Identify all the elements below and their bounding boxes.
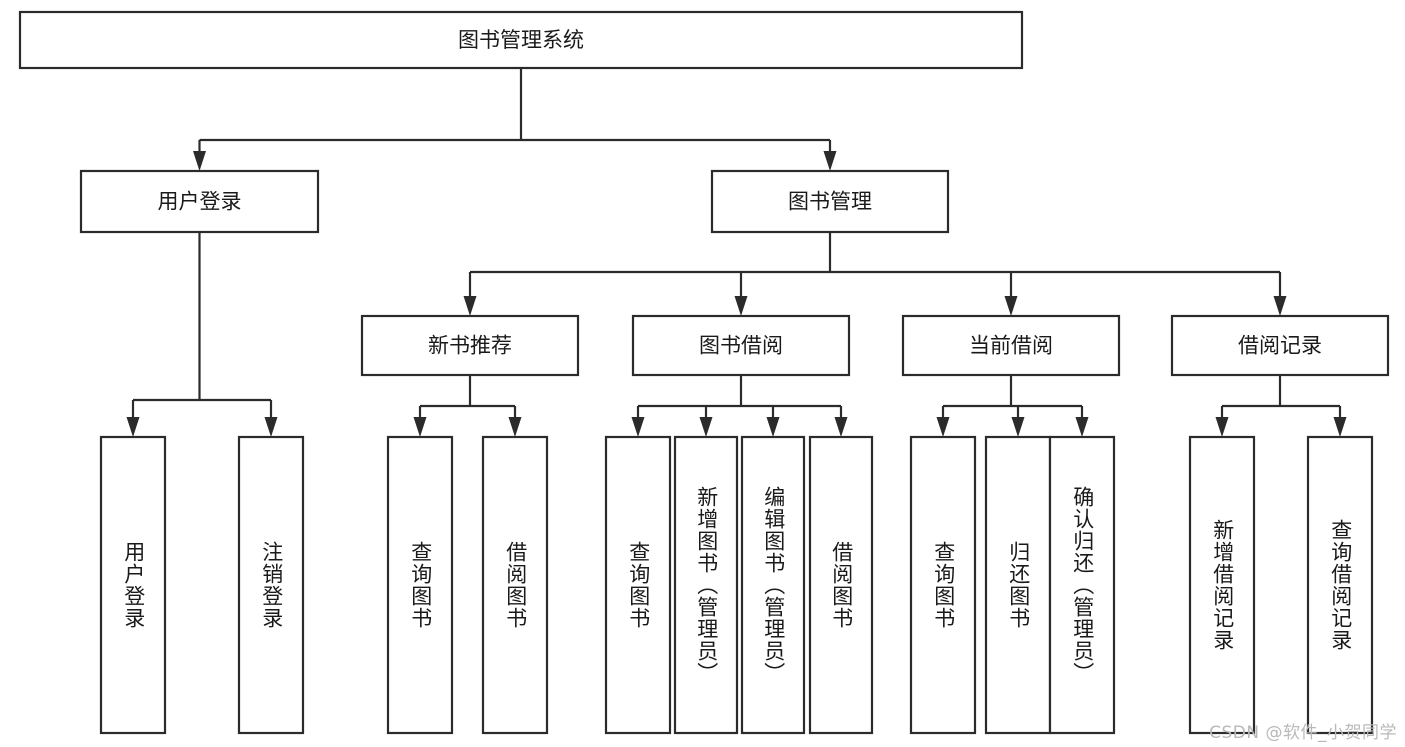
- connector-group-book-manage: [463, 232, 1287, 316]
- node-box-new-book-recommend[interactable]: [360, 314, 580, 377]
- node-box-leaf-add-book-admin[interactable]: [673, 435, 739, 735]
- connector-group-root: [193, 68, 837, 171]
- node-box-leaf-add-borrow-record[interactable]: [1188, 435, 1256, 735]
- connector-group-book-borrow: [631, 375, 848, 437]
- arrow-head-leaf-user-logout: [264, 417, 278, 437]
- node-box-leaf-edit-book-admin[interactable]: [740, 435, 806, 735]
- node-box-layer: [18, 10, 1390, 735]
- arrow-head-leaf-return-book: [1011, 417, 1025, 437]
- arrow-head-leaf-confirm-return-admin: [1075, 417, 1089, 437]
- arrow-head-leaf-query-book-borrow: [631, 417, 645, 437]
- node-label-borrow-record: 借阅记录: [1238, 334, 1322, 358]
- connector-group-user-login: [126, 232, 278, 437]
- node-box-book-manage[interactable]: [710, 169, 950, 234]
- node-box-leaf-confirm-return-admin[interactable]: [1048, 435, 1116, 735]
- connector-group-current-borrow: [936, 375, 1089, 437]
- arrow-head-leaf-query-book-current: [936, 417, 950, 437]
- node-box-leaf-borrow-book-new[interactable]: [481, 435, 549, 735]
- csdn-watermark: CSDN @软件_小贺同学: [1209, 723, 1397, 743]
- node-box-current-borrow[interactable]: [901, 314, 1121, 377]
- arrow-head-leaf-query-book-new: [413, 417, 427, 437]
- arrow-head-current-borrow: [1004, 296, 1018, 316]
- arrow-head-new-book-recommend: [463, 296, 477, 316]
- node-box-borrow-record[interactable]: [1170, 314, 1390, 377]
- arrow-head-borrow-record: [1273, 296, 1287, 316]
- connector-group-borrow-record: [1215, 375, 1347, 437]
- node-box-leaf-return-book[interactable]: [984, 435, 1052, 735]
- node-box-leaf-query-book-borrow[interactable]: [604, 435, 672, 735]
- connector-layer: [126, 68, 1347, 437]
- node-box-leaf-user-login[interactable]: [99, 435, 167, 735]
- arrow-head-leaf-add-book-admin: [699, 417, 713, 437]
- node-box-leaf-borrow-book[interactable]: [808, 435, 874, 735]
- node-label-book-borrow: 图书借阅: [699, 334, 783, 358]
- arrow-head-leaf-query-borrow-record: [1333, 417, 1347, 437]
- node-box-user-login[interactable]: [79, 169, 320, 234]
- connector-group-new-book-recommend: [413, 375, 522, 437]
- arrow-head-user-login: [193, 151, 206, 171]
- node-label-root: 图书管理系统: [458, 28, 584, 52]
- node-label-current-borrow: 当前借阅: [969, 334, 1053, 358]
- node-box-leaf-query-borrow-record[interactable]: [1306, 435, 1374, 735]
- arrow-head-leaf-edit-book-admin: [766, 417, 780, 437]
- arrow-head-leaf-add-borrow-record: [1215, 417, 1229, 437]
- node-box-book-borrow[interactable]: [631, 314, 851, 377]
- arrow-head-book-manage: [823, 151, 837, 171]
- arrow-head-leaf-borrow-book-new: [508, 417, 522, 437]
- node-label-book-manage: 图书管理: [788, 190, 872, 214]
- node-label-new-book-recommend: 新书推荐: [428, 334, 512, 358]
- node-box-leaf-query-book-new[interactable]: [386, 435, 454, 735]
- node-box-leaf-user-logout[interactable]: [237, 435, 305, 735]
- arrow-head-leaf-user-login: [126, 417, 140, 437]
- node-box-leaf-query-book-current[interactable]: [909, 435, 977, 735]
- node-box-root[interactable]: [18, 10, 1024, 70]
- arrow-head-leaf-borrow-book: [834, 417, 848, 437]
- arrow-head-book-borrow: [734, 296, 748, 316]
- node-label-user-login: 用户登录: [158, 190, 242, 214]
